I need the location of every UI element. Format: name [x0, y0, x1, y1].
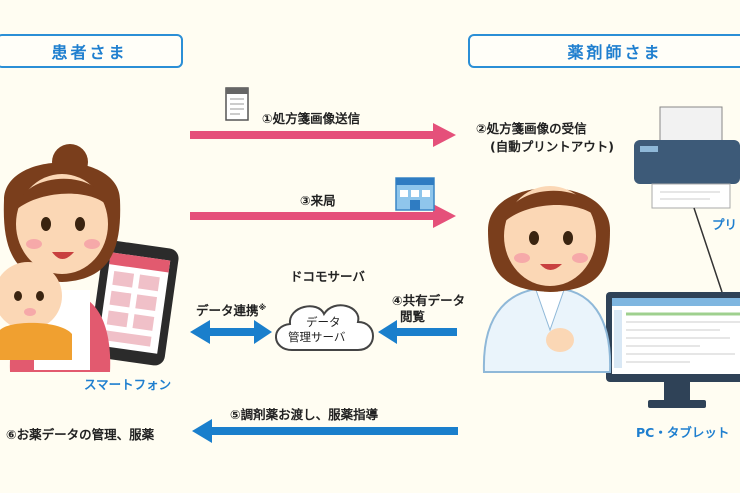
arrow-step4	[378, 320, 457, 344]
prescription-icon	[225, 87, 249, 121]
arrow-step5	[192, 419, 458, 443]
step1-label: ①処方箋画像送信	[262, 111, 361, 126]
step2-label: ②処方箋画像の受信	[476, 121, 587, 136]
baby-illustration	[0, 262, 72, 360]
arrow-step3	[190, 204, 456, 228]
data-link-text: データ連携	[196, 303, 259, 318]
step4-label: ④共有データ	[392, 293, 466, 308]
cloud-icon	[275, 304, 374, 351]
data-link-label: データ連携※	[196, 300, 266, 319]
printer-cable	[693, 207, 723, 293]
arrow-data-link	[190, 320, 272, 344]
printer-label: プリ	[712, 217, 738, 232]
arrow-step1	[190, 123, 456, 147]
pharmacist-header-text: 薬剤師さま	[567, 43, 663, 62]
cloud-label-1: データ	[306, 315, 341, 329]
step6-label: ⑥お薬データの管理、服薬	[6, 427, 155, 442]
smartphone-label: スマートフォン	[84, 377, 172, 392]
patient-header-text: 患者さま	[51, 43, 128, 62]
cloud-label-2: 管理サーバ	[288, 330, 346, 344]
step2-sub-label: (自動プリントアウト)	[490, 139, 614, 154]
pc-tablet-label: PC・タブレット	[636, 425, 730, 440]
data-link-mark: ※	[258, 302, 267, 312]
step5-label: ⑤調剤薬お渡し、服薬指導	[230, 407, 379, 422]
pharmacist-illustration	[482, 186, 612, 373]
printer-icon	[634, 106, 740, 209]
pharmacist-header: 薬剤師さま	[468, 34, 740, 68]
pc-monitor-icon	[606, 292, 740, 408]
step4-sub-label: 閲覧	[400, 309, 426, 324]
docomo-server-label: ドコモサーバ	[290, 269, 365, 284]
pharmacy-building-icon	[395, 177, 435, 211]
step3-label: ③来局	[300, 193, 336, 208]
patient-header: 患者さま	[0, 34, 183, 68]
smartphone-icon	[89, 240, 179, 366]
